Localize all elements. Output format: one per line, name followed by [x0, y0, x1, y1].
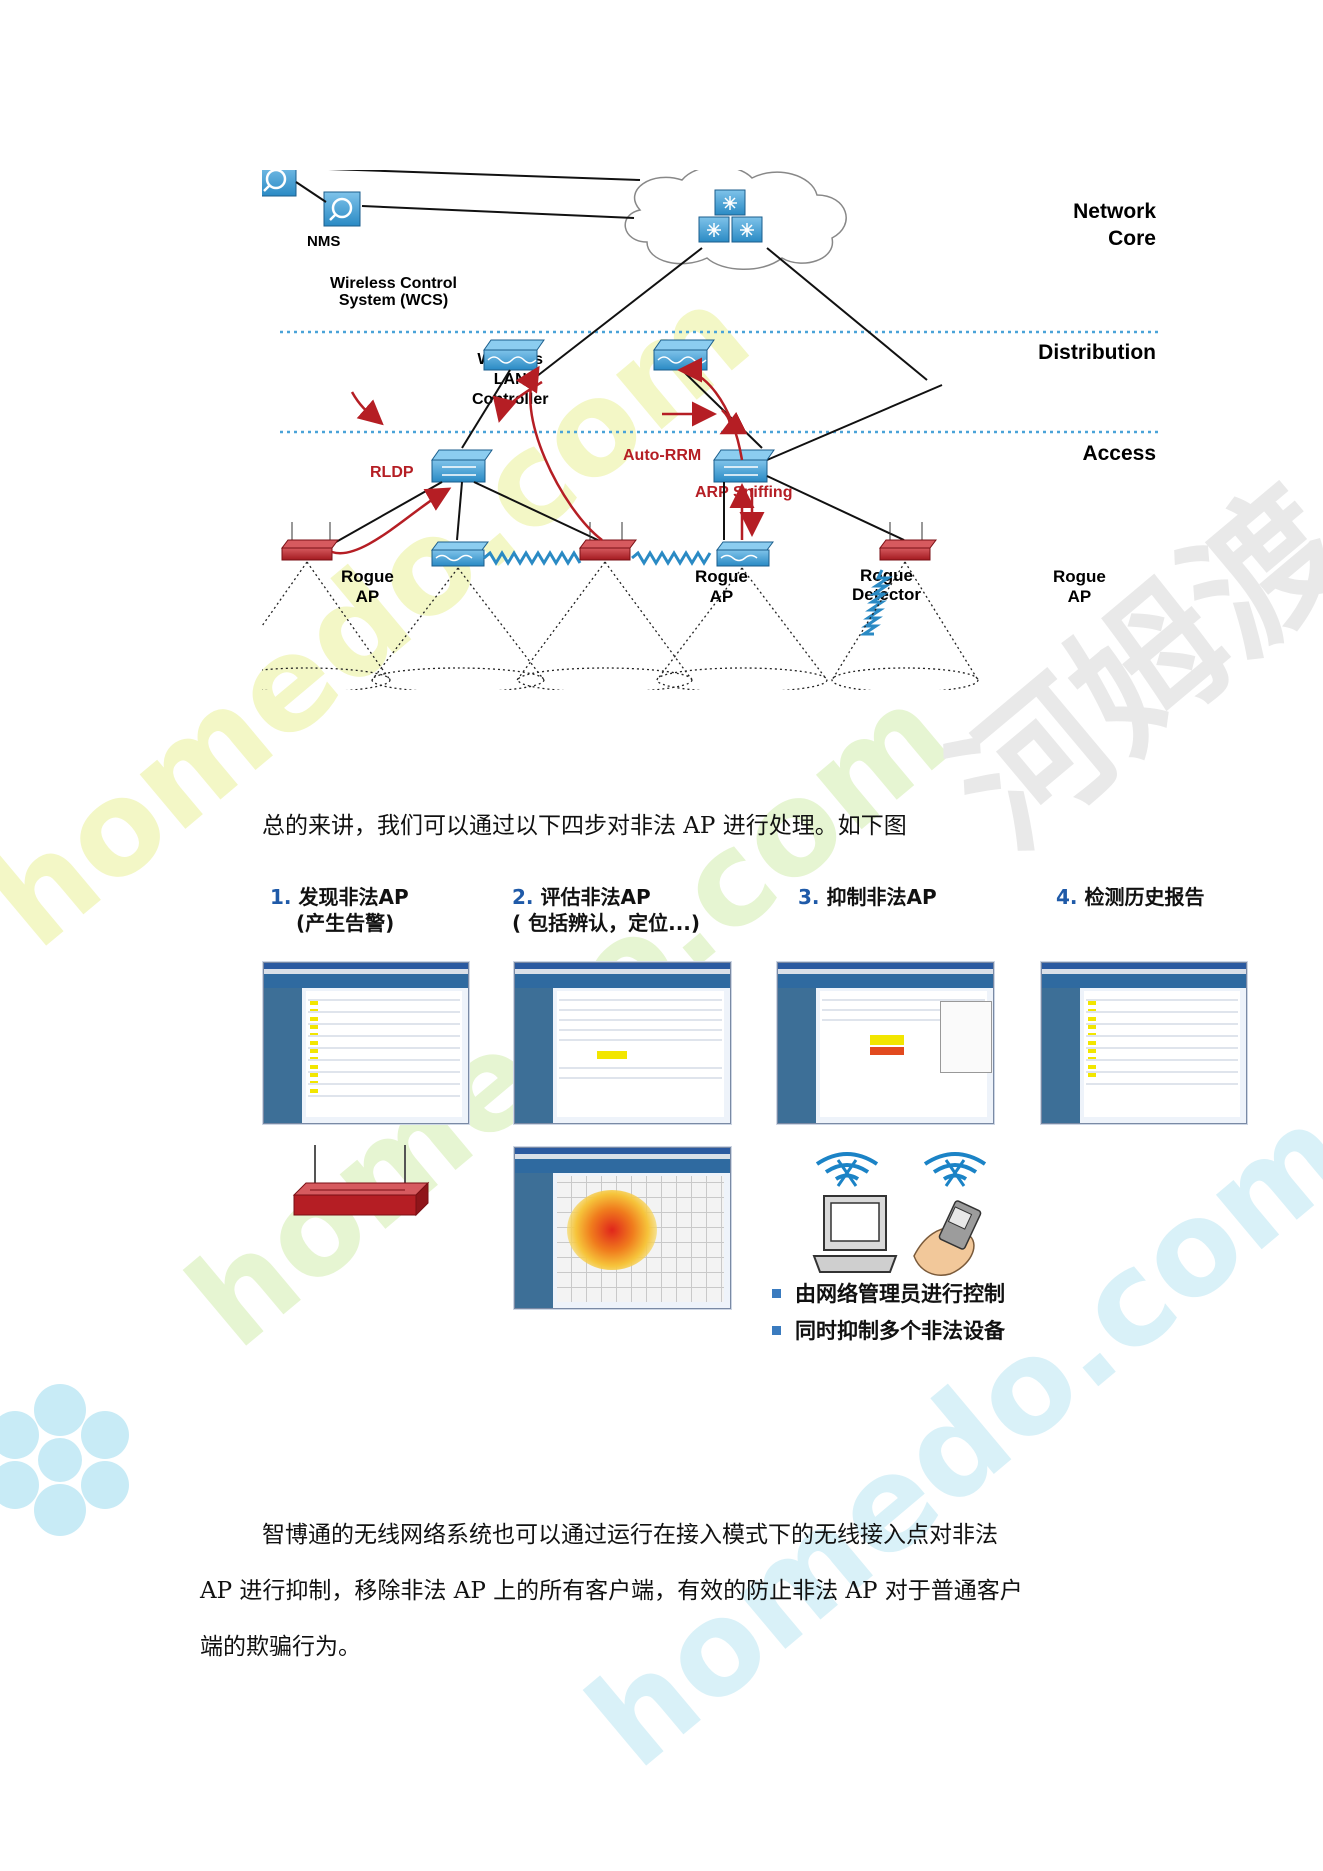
rogue-ap-icon	[281, 522, 339, 561]
watermark-flower-icon	[0, 1384, 129, 1536]
bullet-item: 由网络管理员进行控制	[772, 1278, 1005, 1308]
screenshot-location-heatmap	[514, 1147, 731, 1309]
tier-label-access: Access	[1082, 442, 1156, 465]
coverage-cones	[262, 561, 979, 690]
screenshot-rogue-detail	[514, 962, 731, 1124]
rogue-ap-large-icon	[292, 1145, 430, 1217]
step-2-title: 2. 评估非法AP ( 包括辨认，定位...)	[512, 885, 701, 935]
auto-rrm-label: Auto-RRM	[623, 447, 702, 464]
screenshot-rogue-containment	[777, 962, 994, 1124]
managed-ap-icon	[431, 541, 489, 567]
step-1-title: 1. 发现非法AP (产生告警)	[270, 885, 409, 935]
rogue-ap-icon	[879, 522, 937, 561]
screenshot-history-report	[1041, 962, 1247, 1124]
core-switch-icon	[698, 189, 763, 243]
screenshot-rogue-list	[263, 962, 469, 1124]
access-switch-icon	[431, 449, 493, 483]
rogue-detector-ap-icon	[716, 541, 774, 567]
wireless-lan-controller-icon	[483, 339, 545, 371]
wireless-blocked-icon	[923, 1152, 987, 1187]
step-3-title: 3. 抑制非法AP	[798, 885, 937, 909]
nms-label: NMS	[307, 233, 341, 250]
paragraph-intro: 总的来讲，我们可以通过以下四步对非法 AP 进行处理。如下图	[262, 813, 907, 839]
tier-label-distribution: Distribution	[1038, 341, 1156, 364]
wcs-server-icon	[323, 191, 361, 227]
rldp-label: RLDP	[370, 464, 414, 481]
access-switch-icon	[713, 449, 775, 483]
rogue-ap-icon	[579, 522, 637, 561]
wireless-blocked-icon	[815, 1152, 879, 1187]
nms-server-icon	[262, 170, 297, 197]
rogue-ap-network-diagram	[262, 170, 1162, 690]
computer-terminal-icon	[812, 1195, 898, 1273]
bullet-item: 同时抑制多个非法设备	[772, 1315, 1005, 1345]
step-4-title: 4. 检测历史报告	[1056, 885, 1205, 909]
distribution-controller-icon	[653, 339, 715, 371]
handheld-device-icon	[913, 1200, 982, 1276]
